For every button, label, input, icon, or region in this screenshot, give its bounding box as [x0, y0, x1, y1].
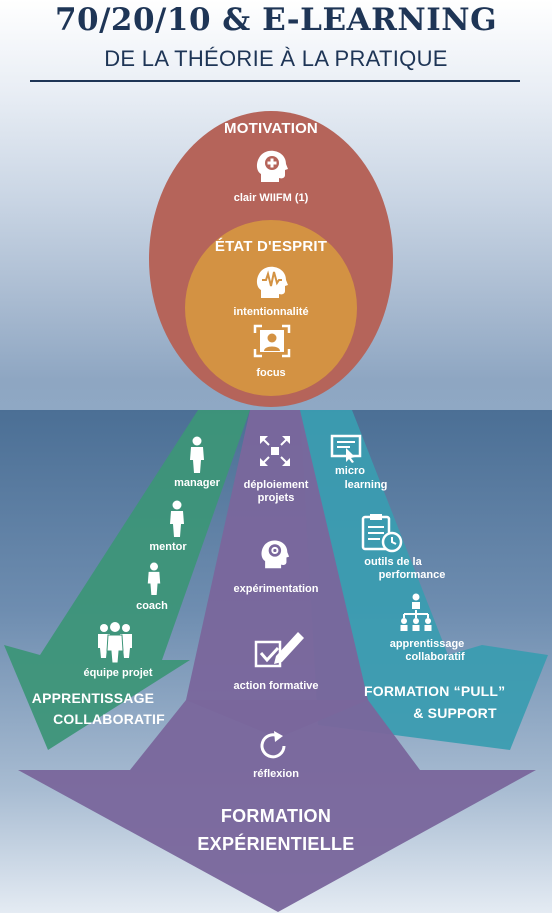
performance-label: performance [378, 569, 446, 581]
collaboratif-heading-line2: COLLABORATIF [53, 711, 165, 727]
action-formative-label: action formative [233, 680, 319, 692]
experientielle-arrow [18, 770, 536, 912]
support-heading-line2: & SUPPORT [413, 705, 497, 721]
focus-frame-icon [253, 324, 291, 358]
role-equipe-projet: équipe projet [83, 667, 153, 679]
etat-esprit-circle [185, 220, 357, 396]
person-icon [190, 436, 204, 473]
collaboratif-label: collaboratif [405, 651, 465, 663]
group-icon [98, 622, 132, 664]
deploiement-label: déploiement [243, 479, 309, 491]
centre-arrow [186, 410, 368, 738]
reflexion-label: réflexion [253, 768, 299, 780]
motivation-item: clair WIIFM (1) [233, 192, 309, 204]
role-mentor: mentor [149, 541, 187, 553]
person-icon [170, 500, 184, 537]
experimentation-label: expérimentation [233, 583, 319, 595]
network-people-icon [400, 593, 432, 631]
screen-cursor-icon [330, 434, 362, 463]
motivation-heading: MOTIVATION [224, 120, 318, 137]
person-icon [147, 562, 161, 595]
experientielle-heading-line1: FORMATION [220, 806, 332, 826]
head-gear-icon [261, 540, 290, 569]
page-subtitle: DE LA THÉORIE À LA PRATIQUE [104, 46, 448, 71]
role-manager: manager [174, 477, 220, 489]
title-divider [30, 80, 520, 82]
support-heading-line1: FORMATION “PULL” [364, 683, 506, 699]
learning-label: learning [344, 479, 388, 491]
page-title: 70/20/10 & E-LEARNING [54, 2, 498, 38]
intentionnalite-label: intentionnalité [233, 306, 309, 318]
apprentissage-label: apprentissage [389, 638, 465, 650]
checkbox-pencil-icon [254, 632, 304, 668]
outils-label: outils de la [364, 556, 422, 568]
role-coach: coach [136, 600, 168, 612]
support-arrow [300, 410, 548, 750]
etat-esprit-heading: ÉTAT D'ESPRIT [214, 238, 328, 255]
collaboratif-heading-line1: APPRENTISSAGE [31, 690, 155, 706]
head-plus-icon [256, 150, 288, 182]
experientielle-heading-line2: EXPÉRIENTIELLE [197, 834, 355, 854]
clipboard-clock-icon [361, 514, 403, 553]
expand-arrows-icon [260, 436, 290, 466]
micro-label: micro [335, 465, 365, 477]
focus-label: focus [256, 367, 286, 379]
collaboratif-arrow [4, 410, 250, 750]
head-wave-icon [256, 266, 288, 298]
projets-label: projets [257, 492, 295, 504]
cycle-arrow-icon [260, 731, 286, 759]
